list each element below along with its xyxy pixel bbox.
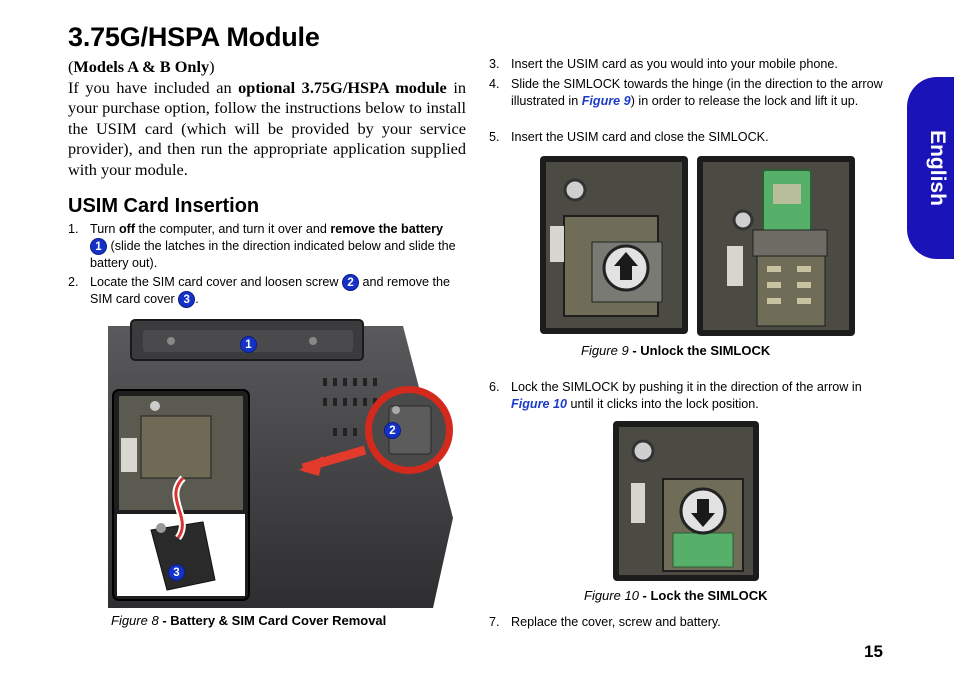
figure-9-link[interactable]: Figure 9 [581,94,631,108]
language-tab-label: English [926,130,949,206]
figure-9-caption: Figure 9 - Unlock the SIMLOCK [581,343,771,358]
figure-10-image [613,421,759,581]
callout-badge-2: 2 [342,274,360,292]
figure-9-image-left [540,156,688,334]
figure-10-caption: Figure 10 - Lock the SIMLOCK [584,588,768,603]
callout-badge-3: 3 [178,291,196,309]
figure-8-badge-3: 3 [168,564,185,581]
callout-badge-1: 1 [90,238,107,256]
language-tab[interactable] [907,77,954,259]
page-number: 15 [864,642,883,661]
figure-8-caption: Figure 8 - Battery & SIM Card Cover Remo… [111,613,387,628]
figure-8-badge-1: 1 [240,336,257,353]
page-title: 3.75G/HSPA Module [68,22,320,52]
section-heading: USIM Card Insertion [68,195,260,217]
figure-9-image-right [697,156,855,336]
models-note: (Models A & B Only) [68,57,215,76]
intro-text: If you have included an optional 3.75G/H… [68,77,466,179]
intro-paragraph: (Models A & B Only) If you have included… [68,57,466,180]
figure-8-image: 1 2 3 [103,318,463,608]
figure-10-link[interactable]: Figure 10 [511,397,567,411]
figure-8-badge-2: 2 [384,422,401,439]
